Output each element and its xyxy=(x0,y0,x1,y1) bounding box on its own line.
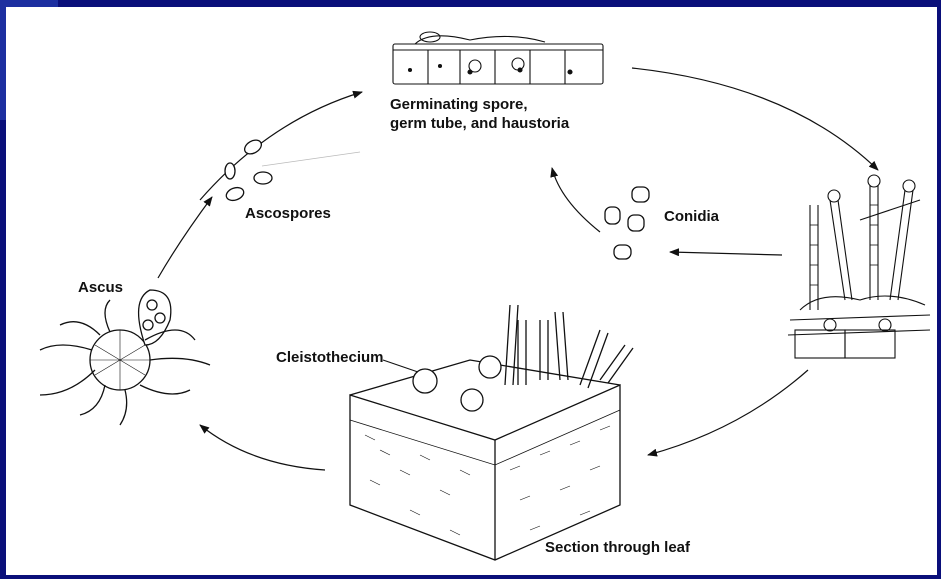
arrow-conidiophores-to-leaf-section xyxy=(648,370,808,455)
label-germinating-spore: Germinating spore, germ tube, and hausto… xyxy=(390,95,569,133)
faint-line xyxy=(262,152,360,166)
label-ascus: Ascus xyxy=(78,278,123,297)
label-cleistothecium: Cleistothecium xyxy=(276,348,384,367)
arrow-leaf-section-to-ascus xyxy=(200,425,325,470)
leaf-section-illustration xyxy=(350,305,633,560)
label-conidia: Conidia xyxy=(664,207,719,226)
label-section-through-leaf: Section through leaf xyxy=(545,538,690,557)
ascus-illustration xyxy=(40,290,210,425)
label-ascospores: Ascospores xyxy=(245,204,331,223)
conidiophores-illustration xyxy=(788,175,930,358)
arrow-ascus-to-ascospores xyxy=(158,197,212,278)
arrow-ascospores-to-germination xyxy=(200,92,362,200)
germinating-spore-illustration xyxy=(393,32,603,84)
arrow-conidiophores-to-conidia xyxy=(670,252,782,255)
label-germinating-line1: Germinating spore, xyxy=(390,95,569,114)
ascospores-illustration xyxy=(224,137,272,202)
cleistothecium-pointer xyxy=(383,360,418,372)
conidia-illustration xyxy=(605,187,649,259)
label-germinating-line2: germ tube, and haustoria xyxy=(390,114,569,133)
arrow-conidia-to-germination xyxy=(552,168,600,232)
arrow-germination-to-conidiophores xyxy=(632,68,878,170)
